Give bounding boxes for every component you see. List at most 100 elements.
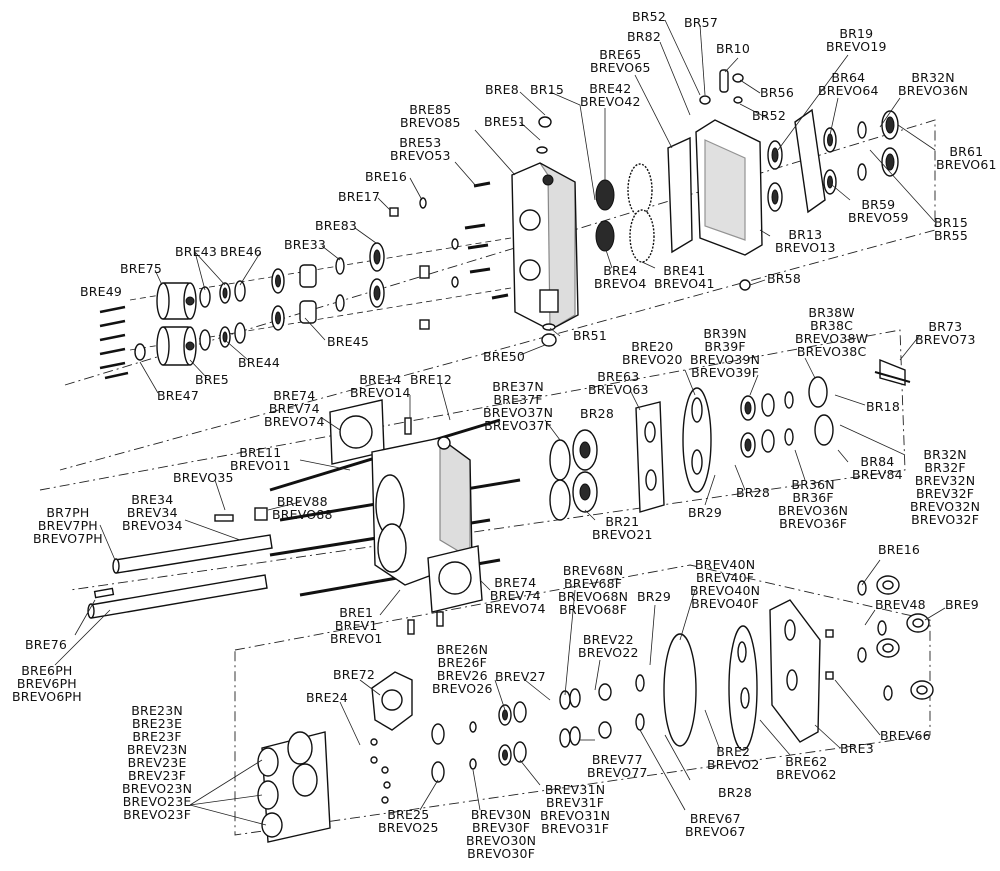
- label-br29b: BR29: [637, 589, 671, 604]
- bearings-br38: [808, 376, 834, 446]
- label-bre43: BRE43: [175, 244, 218, 259]
- label-bre41: BRE41 BREVO41: [654, 263, 715, 291]
- seal-row-top: [199, 197, 427, 308]
- cover-bre3: [769, 599, 821, 743]
- label-bre9: BRE9: [945, 597, 979, 612]
- label-brev88: BREV88 BREVO88: [272, 494, 333, 522]
- label-bre75: BRE75: [120, 261, 163, 276]
- label-br28c: BR28: [718, 785, 752, 800]
- label-bre16: BRE16: [365, 169, 408, 184]
- o-ring-bre37-b: [549, 479, 571, 521]
- label-br84: BR84 BREV84: [852, 454, 903, 482]
- label-bre24: BRE24: [306, 690, 349, 705]
- spacer-brev88: [254, 507, 268, 521]
- label-bre1: BRE1 BREV1 BREVO1: [330, 605, 383, 646]
- label-br52b: BR52: [752, 108, 786, 123]
- label-bre62: BRE62 BREVO62: [776, 754, 837, 782]
- label-br21: BR21 BREVO21: [592, 514, 653, 542]
- washer-bre47: [134, 343, 146, 361]
- bracket-br73: [874, 358, 911, 386]
- label-brev22: BREV22 BREVO22: [578, 632, 639, 660]
- label-br32nf: BR32N BR32F BREV32N BREV32F BREVO32N BRE…: [910, 447, 981, 527]
- label-bre14: BRE14 BREVO14: [350, 372, 411, 400]
- label-bre26n: BRE26N BRE26F BREV26 BREVO26: [432, 642, 493, 696]
- label-br64: BR64 BREVO64: [818, 70, 879, 98]
- label-br40n: BREV40N BREV40F BREVO40N BREVO40F: [690, 557, 761, 611]
- label-br28a: BR28: [580, 406, 614, 421]
- label-bre4: BRE4 BREVO4: [594, 263, 647, 291]
- label-brev31n: BREV31N BREV31F BREVO31N BREVO31F: [540, 782, 611, 836]
- label-br39n: BR39N BR39F BREVO39N BREVO39F: [690, 326, 761, 380]
- label-br36n: BR36N BR36F BREVO36N BREVO36F: [778, 477, 849, 531]
- gasket-bre65: [667, 136, 693, 254]
- label-bre83: BRE83: [315, 218, 358, 233]
- label-bre74a: BRE74 BREV74 BREVO74: [264, 388, 325, 429]
- label-brev27: BREV27: [495, 669, 546, 684]
- label-bre47: BRE47: [157, 388, 200, 403]
- label-bre8: BRE8: [485, 82, 519, 97]
- seal-row-bottom: [199, 238, 459, 351]
- plate-bre2: [728, 625, 758, 751]
- port-plate-bottom-bre74: [427, 545, 483, 613]
- o-ring-bre37-a: [549, 439, 571, 481]
- bolts-bre49: [99, 305, 129, 380]
- label-br38w: BR38W BR38C BREVO38W BREVO38C: [795, 305, 869, 359]
- label-bre37n: BRE37N BRE37F BREVO37N BREVO37F: [483, 379, 554, 433]
- label-brev66: BREV66: [880, 728, 931, 743]
- key-bre34: [214, 514, 234, 522]
- label-bre12: BRE12: [410, 372, 453, 387]
- label-brev67: BREV67 BREVO67: [685, 811, 746, 839]
- assembly-boundary-middle: [39, 329, 906, 591]
- label-br52: BR52: [632, 9, 666, 24]
- label-br15b: BR15 BR55: [934, 215, 968, 243]
- label-bre46: BRE46: [220, 244, 263, 259]
- label-bre34: BRE34 BREV34 BREVO34: [122, 492, 183, 533]
- eye-bolts-bre9: [825, 575, 934, 701]
- label-bre2: BRE2 BREVO2: [707, 744, 760, 772]
- label-bre51: BRE51: [484, 114, 527, 129]
- rotors-bre23: [257, 731, 331, 843]
- label-bre76: BRE76: [25, 637, 68, 652]
- gear-housing-bre85: [511, 116, 579, 347]
- port-plate-top-bre74: [329, 399, 385, 465]
- label-bre6ph: BRE6PH BREV6PH BREVO6PH: [12, 663, 82, 704]
- label-br32n: BR32N BREVO36N: [898, 70, 969, 98]
- label-bre72: BRE72: [333, 667, 376, 682]
- bearing-housing-br21: [572, 429, 598, 513]
- label-br59: BR59 BREVO59: [848, 197, 909, 225]
- label-bre74b: BRE74 BREV74 BREVO74: [485, 575, 546, 616]
- assembly-boundary-top: [59, 119, 936, 471]
- label-bre20: BRE20 BREVO20: [622, 339, 683, 367]
- label-br57: BR57: [684, 15, 718, 30]
- label-brevo35: BREVO35: [173, 470, 234, 485]
- label-br51: BR51: [573, 328, 607, 343]
- label-br29a: BR29: [688, 505, 722, 520]
- label-bre65: BRE65 BREVO65: [590, 47, 651, 75]
- shaft-bre6ph: [87, 574, 268, 619]
- hub-bre75: [156, 282, 197, 320]
- label-br73: BR73 BREVO73: [915, 319, 976, 347]
- gasket-brev67: [663, 633, 697, 747]
- label-br82: BR82: [627, 29, 661, 44]
- label-bre23n: BRE23N BRE23E BRE23F BREV23N BREV23E BRE…: [122, 703, 193, 822]
- label-bre49: BRE49: [80, 284, 123, 299]
- label-br61: BR61 BREVO61: [936, 144, 997, 172]
- gear-cover-br13: [695, 69, 763, 291]
- label-br58: BR58: [767, 271, 801, 286]
- label-brev30n: BREV30N BREV30F BREVO30N BREVO30F: [466, 807, 537, 861]
- label-bre50: BRE50: [483, 349, 526, 364]
- bearings-br39: [740, 391, 794, 458]
- label-bre11: BRE11 BREVO11: [230, 445, 291, 473]
- label-br15: BR15: [530, 82, 564, 97]
- label-bre3: BRE3: [840, 741, 874, 756]
- label-bre44: BRE44: [238, 355, 281, 370]
- label-brev68n: BREV68N BREV68F BREVO68N BREVO68F: [558, 563, 629, 617]
- gear-bre41: [627, 163, 655, 263]
- assembly-boundary-bottom: [234, 564, 931, 836]
- seals-right-top: [767, 108, 899, 214]
- screws-top-housing: [464, 181, 509, 300]
- label-bre33: BRE33: [284, 237, 327, 252]
- label-br18: BR18: [866, 399, 900, 414]
